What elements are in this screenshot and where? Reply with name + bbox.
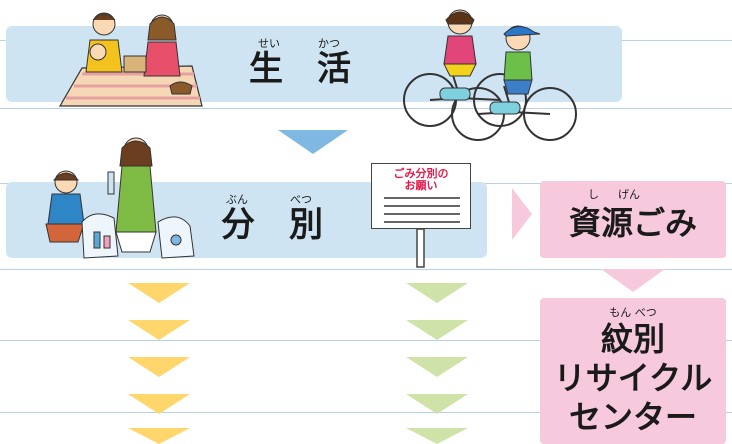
bunbetsu-ruby-right: べつ [290,193,312,206]
arrow-down-green [406,394,468,414]
shigen-ruby-group: し げん [540,189,726,203]
guide-line [0,108,732,109]
sign-line1: ごみ分別の [393,167,449,180]
arrow-down-yellow [128,357,190,377]
arrow-down-yellow [128,428,190,444]
bunbetsu-label: 分 別 [221,205,323,245]
sign-text-lines [384,197,460,223]
arrow-down-green [406,283,468,303]
seikatsu-label-group: せい かつ 生 活 [240,38,360,86]
shigen-ruby-left: し [588,188,599,201]
center-line2: リサイクル [553,359,713,397]
shigen-gomi-box: し げん 資源ごみ [540,181,726,258]
guide-line [0,412,732,413]
shigen-gomi-label: 資源ごみ [568,204,697,242]
center-line1: 紋別 [600,320,665,358]
seikatsu-ruby-right: かつ [318,37,340,50]
children-cycling-illustration [403,9,577,141]
arrow-down-yellow [128,283,190,303]
recycle-center-box: もん べつ 紋別 リサイクル センター [540,298,726,444]
family-picnic-illustration [58,12,203,107]
arrow-down-yellow [128,394,190,414]
bunbetsu-ruby-left: ぶん [226,193,248,206]
arrow-down-green [406,428,468,444]
center-line3: センター [568,398,697,436]
arrow-down-green [406,357,468,377]
center-ruby: もん べつ [609,306,657,319]
bunbetsu-label-group: ぶん べつ 分 別 [212,194,332,242]
sign-post [416,228,425,268]
women-sorting-garbage-illustration [45,137,195,259]
arrow-down-yellow [128,320,190,340]
guide-line [0,340,732,341]
guide-line [0,269,732,270]
seikatsu-label: 生 活 [249,49,351,89]
shigen-ruby-right: げん [618,188,640,201]
seikatsu-ruby-left: せい [258,37,280,50]
sign-line2: お願い [404,179,438,192]
arrow-down-green [406,320,468,340]
sign-board: ごみ分別の お願い [371,163,471,229]
